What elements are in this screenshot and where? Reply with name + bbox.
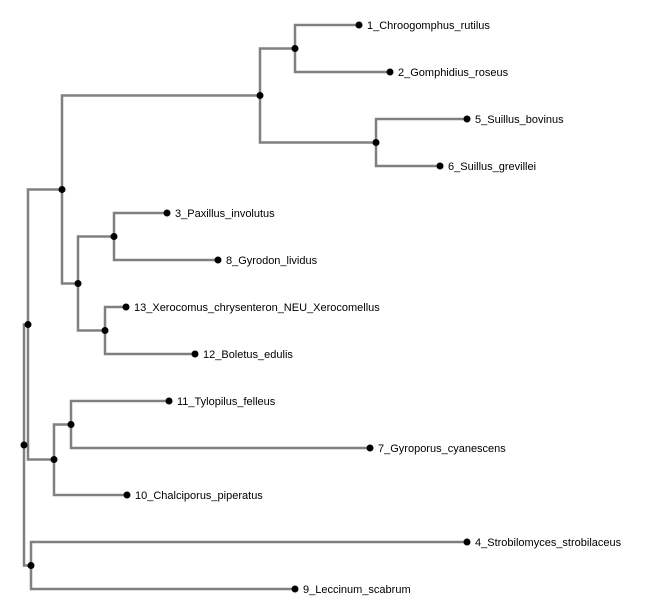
internal-node	[27, 562, 35, 569]
leaf-node	[355, 21, 363, 29]
leaf-label: 5_Suillus_bovinus	[475, 114, 564, 126]
branch-f-d	[76, 235, 114, 284]
branch-d-3	[112, 211, 167, 237]
leaf-label: 6_Suillus_grevillei	[448, 161, 536, 173]
internal-node	[74, 280, 82, 287]
leaf-node	[386, 68, 394, 76]
branch-b-6	[374, 142, 440, 168]
branch-e-13	[103, 305, 126, 331]
leaf-node	[165, 397, 173, 405]
leaf-label: 13_Xerocomus_chrysenteron_NEU_Xerocomell…	[134, 302, 380, 314]
leaf-node	[214, 256, 222, 264]
leaf-label: 12_Boletus_edulis	[203, 349, 293, 361]
leaf-node	[163, 209, 171, 217]
leaf-node	[291, 585, 299, 593]
leaf-label: 9_Leccinum_scabrum	[303, 584, 411, 596]
branch-h-11	[69, 399, 169, 425]
branch-a-2	[293, 48, 390, 74]
tree-nodes	[20, 21, 471, 593]
leaf-node	[436, 162, 444, 170]
branch-j-g	[26, 188, 62, 325]
branch-k-9	[29, 565, 295, 591]
internal-node	[58, 186, 66, 193]
branch-j-i	[26, 324, 54, 461]
internal-node	[291, 45, 299, 52]
branch-c-b	[258, 95, 376, 144]
branch-e-12	[103, 330, 195, 356]
internal-node	[50, 456, 58, 463]
leaf-node	[463, 538, 471, 546]
leaf-label: 11_Tylopilus_felleus	[177, 396, 276, 408]
leaf-node	[463, 115, 471, 123]
branch-h-7	[69, 424, 370, 450]
leaf-label: 1_Chroogomphus_rutilus	[367, 20, 490, 32]
leaf-label: 10_Chalciporus_piperatus	[135, 490, 263, 502]
branch-c-a	[258, 47, 295, 96]
branch-f-e	[76, 283, 105, 332]
branch-b-5	[374, 117, 467, 143]
leaf-label: 3_Paxillus_involutus	[175, 208, 275, 220]
leaf-label: 7_Gyroporus_cyanescens	[378, 443, 506, 455]
leaf-node	[191, 350, 199, 358]
internal-node	[372, 139, 380, 146]
internal-node	[110, 233, 118, 240]
branch-d-8	[112, 236, 218, 262]
leaf-node	[366, 444, 374, 452]
internal-node	[24, 321, 32, 328]
branch-g-f	[60, 189, 78, 285]
tree-labels: 1_Chroogomphus_rutilus 2_Gomphidius_roseu…	[134, 20, 622, 596]
branch-i-h	[52, 423, 71, 460]
internal-node	[256, 92, 264, 99]
internal-node	[67, 421, 75, 428]
branch-k-4	[29, 540, 467, 566]
leaf-node	[122, 303, 130, 311]
internal-node	[20, 441, 28, 449]
branch-a-1	[293, 23, 359, 49]
internal-node	[101, 327, 109, 334]
leaf-label: 2_Gomphidius_roseus	[398, 67, 509, 79]
branch-i-10	[52, 459, 127, 497]
leaf-label: 8_Gyrodon_lividus	[226, 255, 318, 267]
branch-g-c	[60, 94, 260, 190]
leaf-node	[123, 491, 131, 499]
leaf-label: 4_Strobilomyces_strobilaceus	[475, 537, 622, 549]
